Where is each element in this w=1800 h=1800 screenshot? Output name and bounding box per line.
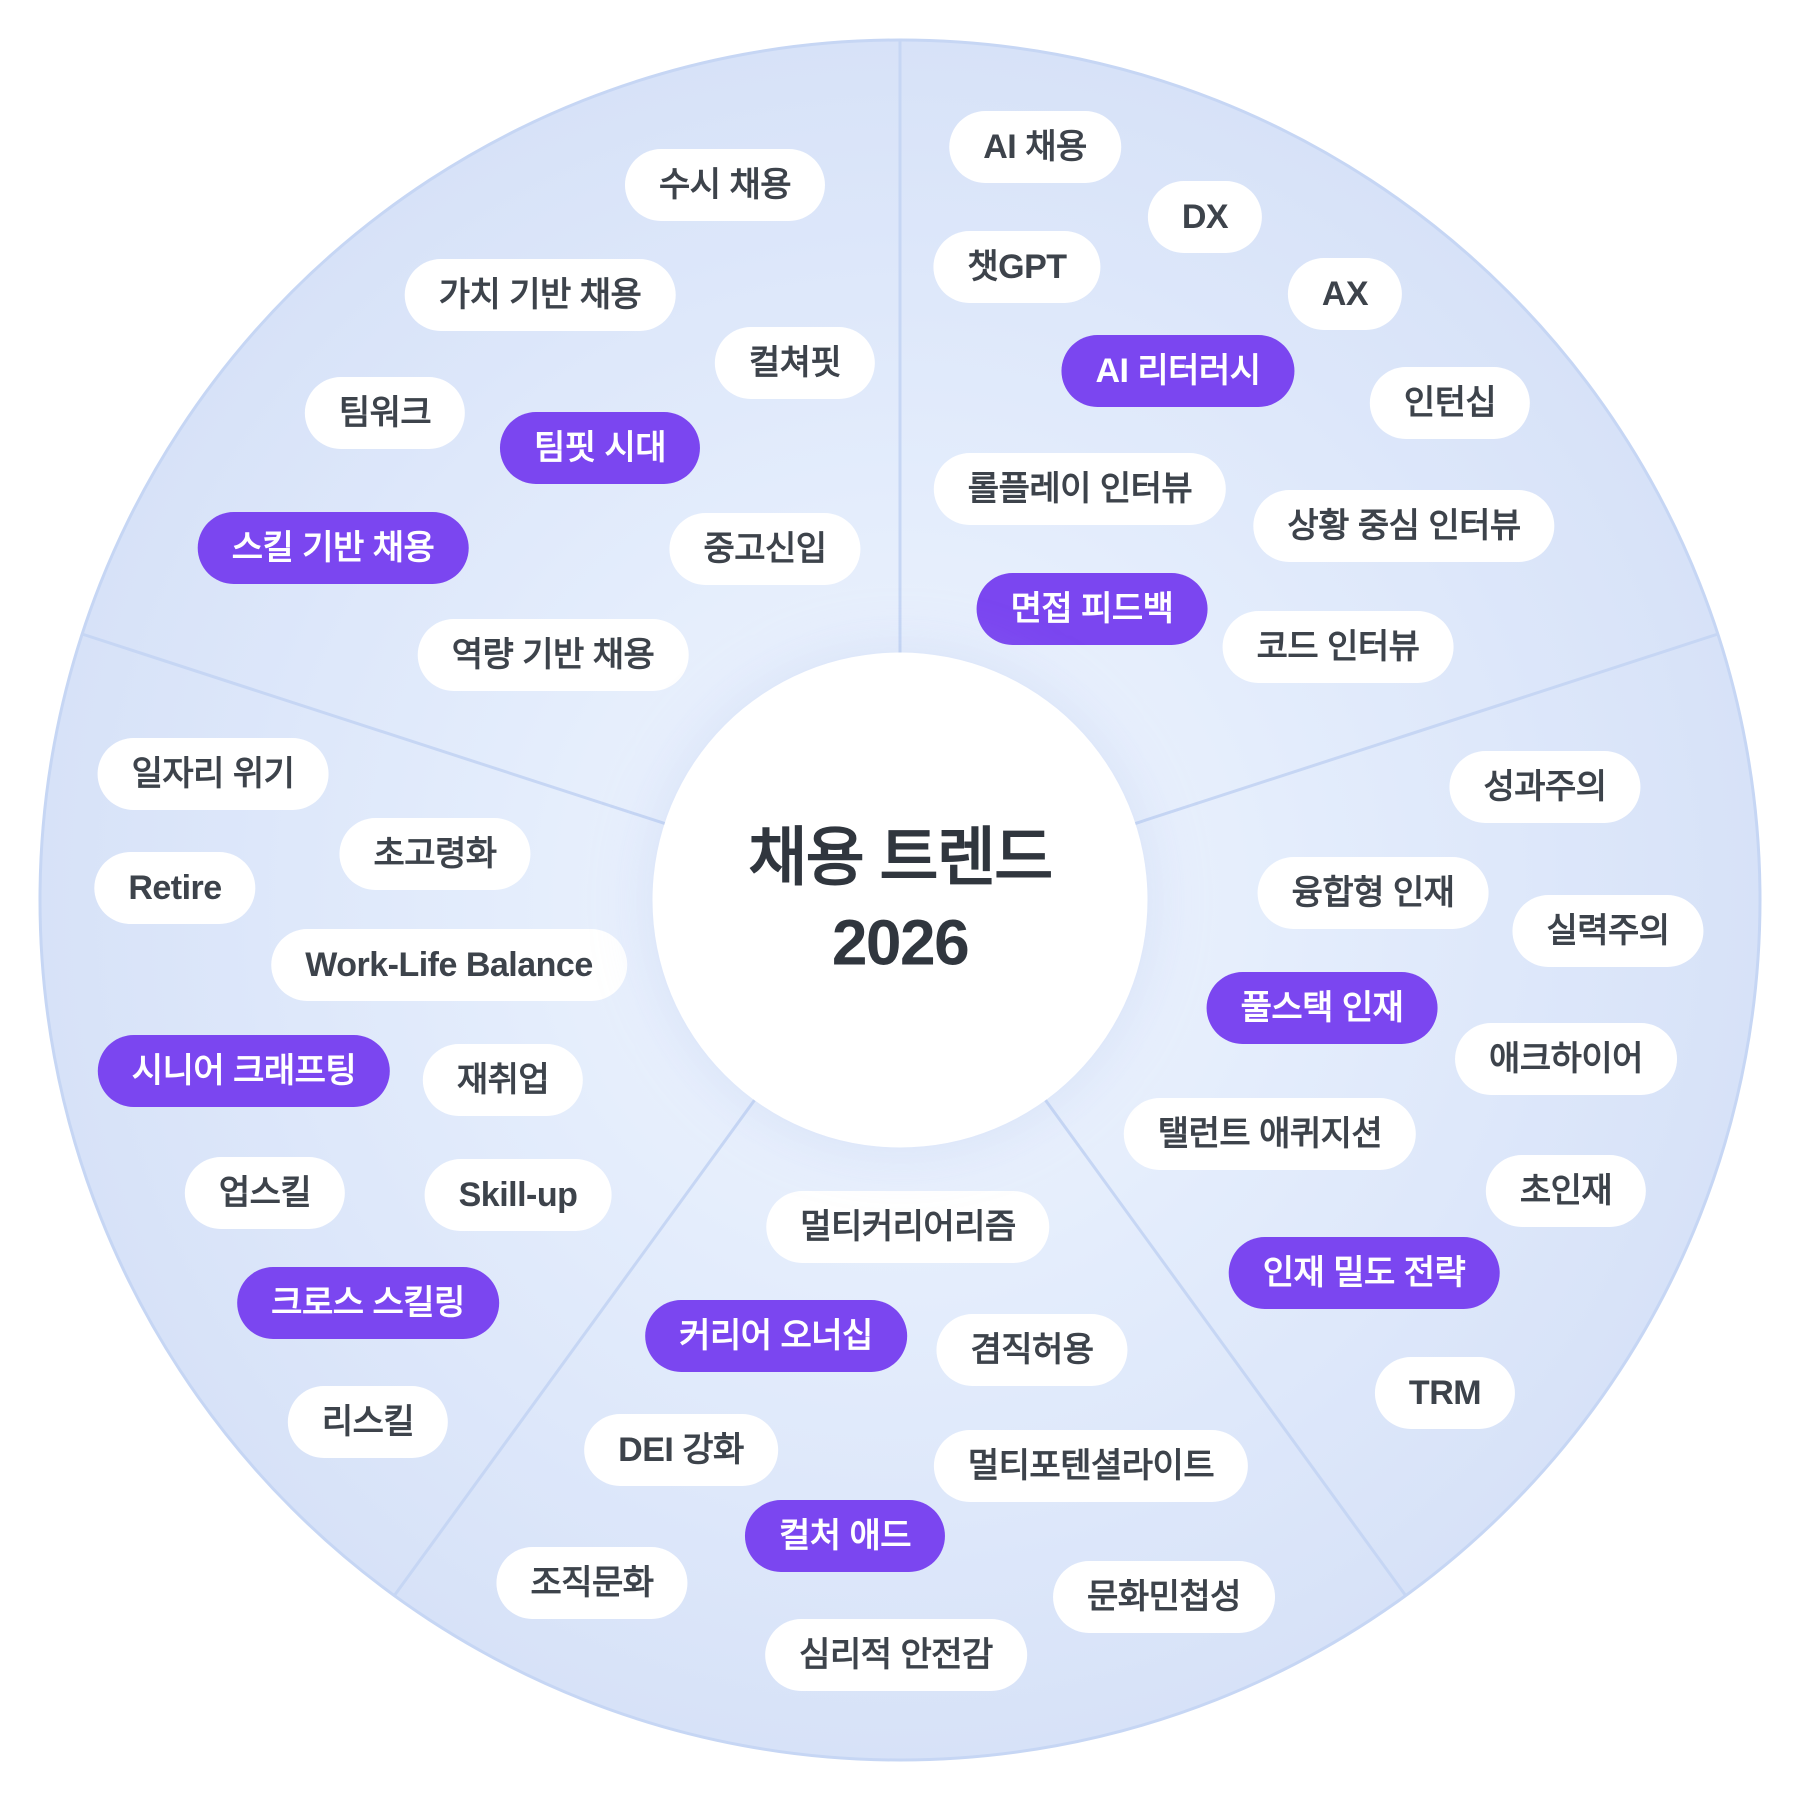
trend-pill: Retire (94, 852, 256, 924)
highlight-pill: 컬처 애드 (744, 1500, 946, 1572)
highlight-pill: 크로스 스킬링 (237, 1267, 499, 1339)
trend-pill: 실력주의 (1512, 895, 1704, 967)
trend-pill: 융합형 인재 (1257, 857, 1489, 929)
trend-pill: 조직문화 (496, 1547, 688, 1619)
trend-pill: 애크하이어 (1455, 1023, 1677, 1095)
center-badge: 채용 트렌드 2026 (652, 652, 1148, 1148)
trend-pill: 컬쳐핏 (714, 327, 876, 399)
trend-pill: 초고령화 (339, 818, 531, 890)
trend-pill: 수시 채용 (624, 149, 826, 221)
trend-pill: 인턴십 (1369, 367, 1531, 439)
trend-pill: 리스킬 (287, 1386, 449, 1458)
trend-pill: TRM (1374, 1357, 1516, 1429)
highlight-pill: 시니어 크래프팅 (97, 1035, 391, 1107)
trend-pill: DEI 강화 (584, 1414, 778, 1486)
highlight-pill: 스킬 기반 채용 (197, 512, 469, 584)
trend-pill: 일자리 위기 (97, 738, 329, 810)
trend-pill: 역량 기반 채용 (417, 619, 689, 691)
trend-pill: 챗GPT (933, 231, 1101, 303)
trend-pill: 심리적 안전감 (765, 1619, 1027, 1691)
trend-pill: 성과주의 (1449, 751, 1641, 823)
trend-pill: 팀워크 (304, 377, 466, 449)
trend-pill: AX (1287, 258, 1403, 330)
trend-pill: 업스킬 (184, 1157, 346, 1229)
highlight-pill: AI 리터러시 (1061, 335, 1295, 407)
highlight-pill: 커리어 오너십 (645, 1300, 907, 1372)
trend-pill: 초인재 (1485, 1155, 1647, 1227)
trend-pill: Skill-up (424, 1159, 612, 1231)
center-title-line2: 2026 (831, 906, 970, 978)
trend-pill: 멀티커리어리즘 (766, 1191, 1050, 1263)
trend-pill: 가치 기반 채용 (404, 259, 676, 331)
trend-pill: DX (1147, 181, 1263, 253)
center-title-line1: 채용 트렌드 (748, 821, 1053, 894)
trend-pill: 중고신입 (669, 513, 861, 585)
highlight-pill: 인재 밀도 전략 (1228, 1237, 1500, 1309)
trend-pill: 상황 중심 인터뷰 (1253, 490, 1555, 562)
trend-pill: 문화민첩성 (1053, 1561, 1275, 1633)
highlight-pill: 면접 피드백 (976, 573, 1208, 645)
trend-pill: 롤플레이 인터뷰 (933, 453, 1227, 525)
highlight-pill: 팀핏 시대 (499, 412, 701, 484)
trend-pill: 멀티포텐셜라이트 (933, 1430, 1249, 1502)
trend-pill: 코드 인터뷰 (1222, 611, 1454, 683)
trend-pill: Work-Life Balance (271, 929, 627, 1001)
trend-pill: 재취업 (422, 1044, 584, 1116)
highlight-pill: 풀스택 인재 (1206, 972, 1438, 1044)
trend-pill: 탤런트 애퀴지션 (1123, 1098, 1417, 1170)
trend-pill: AI 채용 (949, 111, 1121, 183)
trend-pill: 겸직허용 (936, 1314, 1128, 1386)
